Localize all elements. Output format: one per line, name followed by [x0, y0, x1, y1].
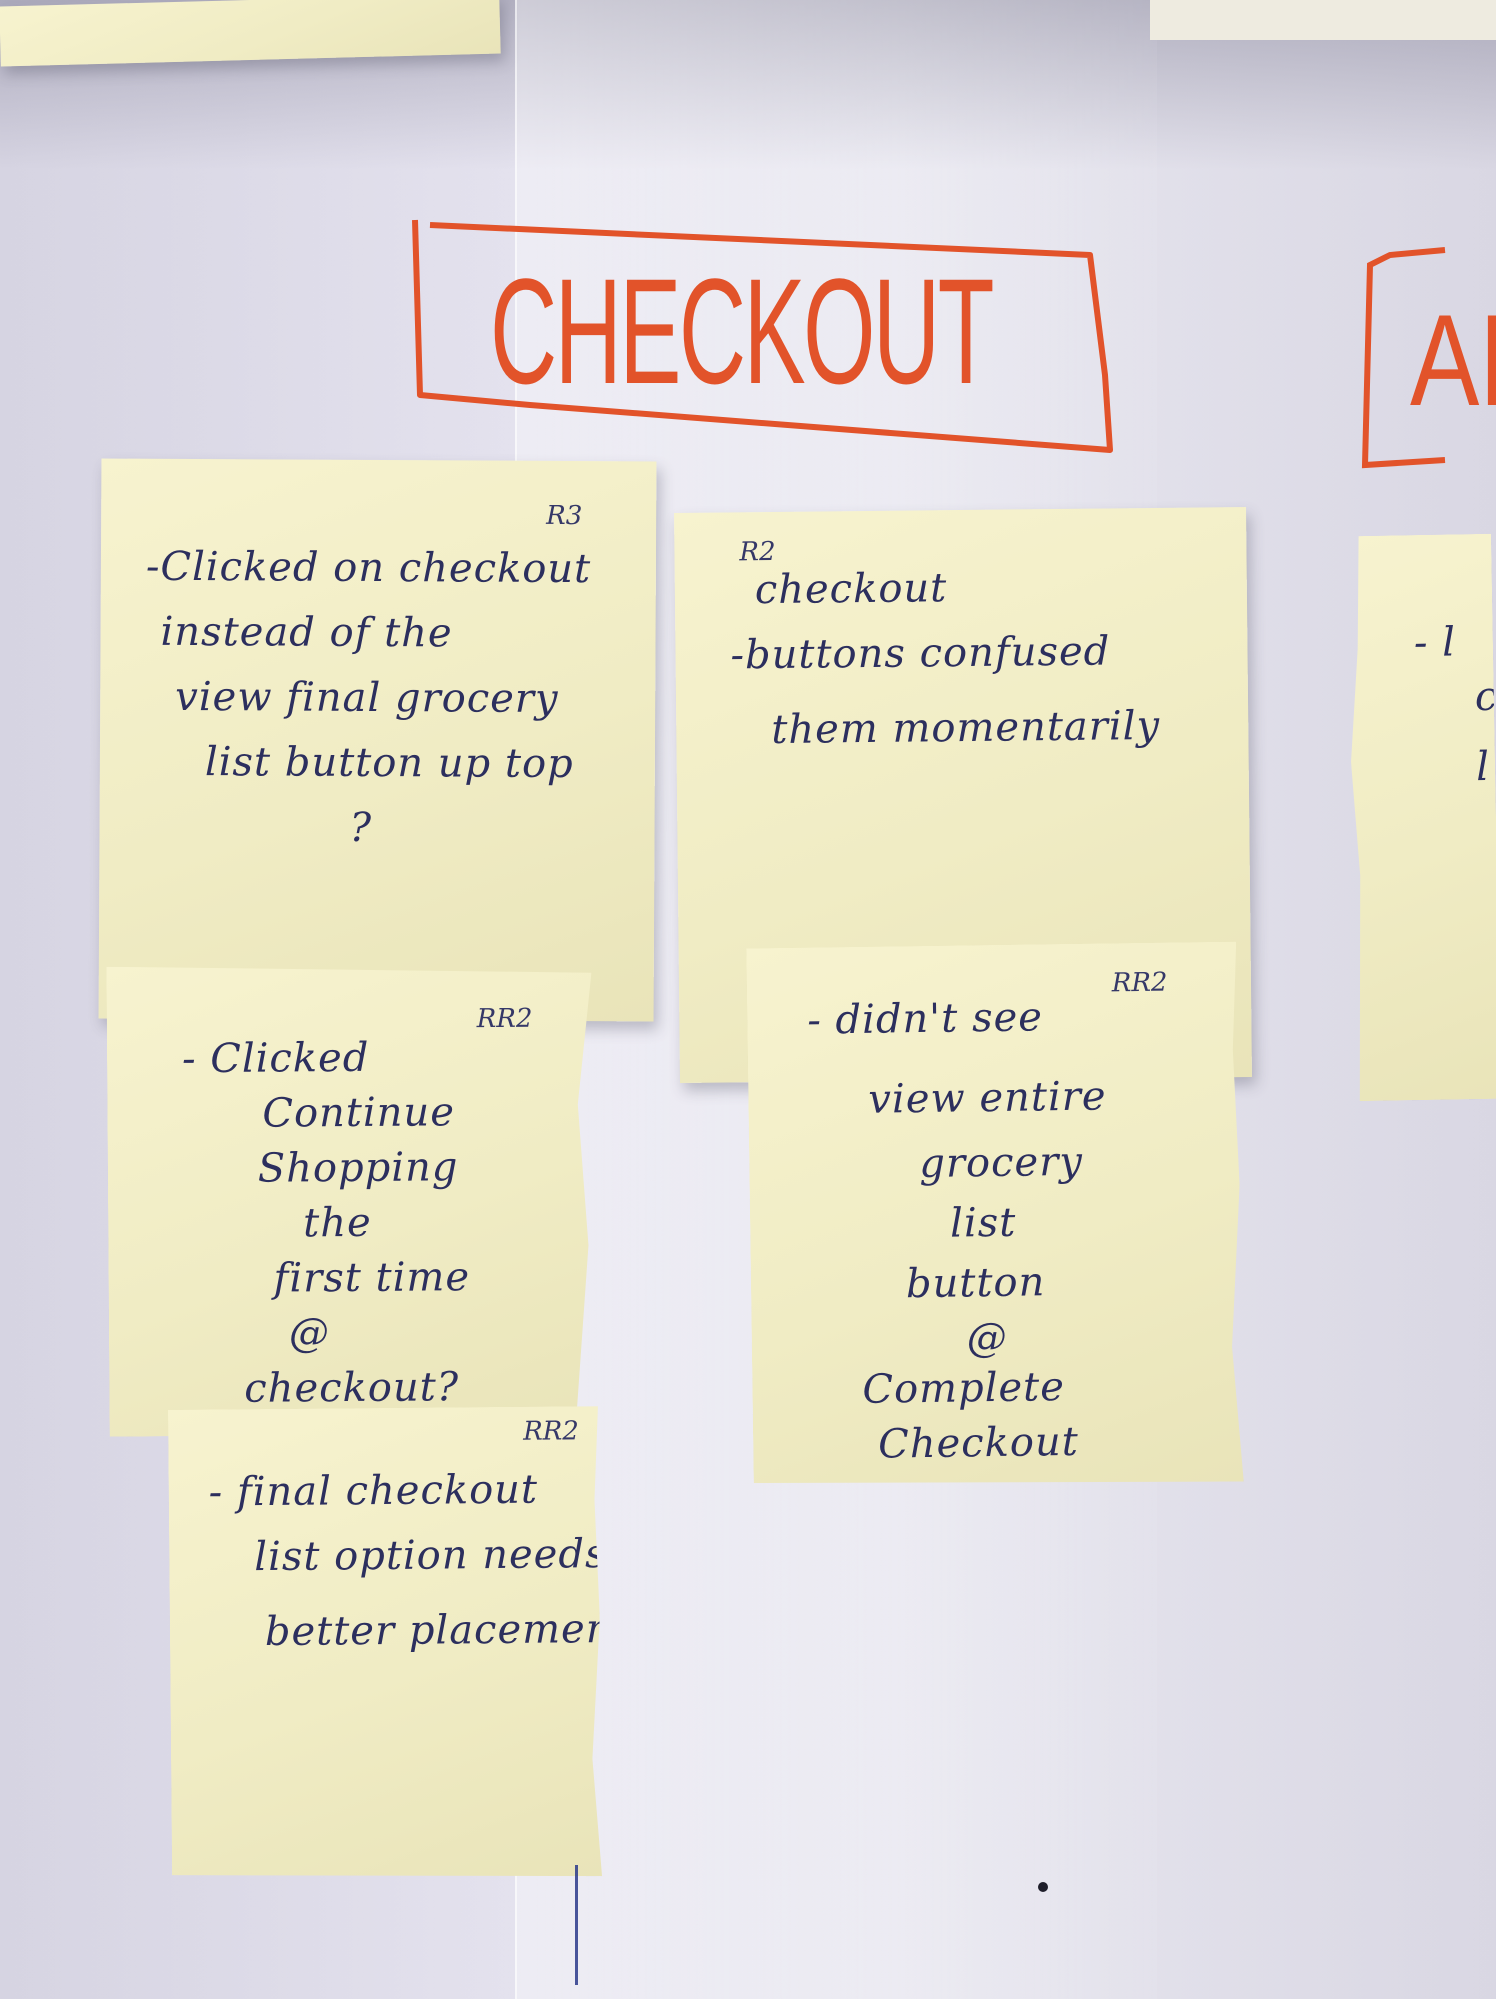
note-line: grocery	[918, 1138, 1084, 1188]
note-line: -Clicked on checkout	[145, 543, 592, 593]
note-line: Checkout	[877, 1418, 1080, 1468]
note-line: Complete	[862, 1364, 1066, 1413]
note-line: - didn't see	[806, 994, 1044, 1044]
partial-note-right: - l c l	[1347, 534, 1496, 1101]
note-line: view final grocery	[175, 673, 559, 722]
note-tag: RR2	[476, 1003, 533, 1035]
note-line: list option needs	[254, 1531, 607, 1581]
note-line: - final checkout	[208, 1466, 539, 1516]
partial-note-top-right	[1150, 0, 1496, 40]
note-line: -buttons confused	[730, 628, 1111, 679]
ink-dot	[1038, 1882, 1048, 1892]
note-line: the	[303, 1199, 372, 1247]
sticky-note-rr2-placement: RR2 - final checkout list option needs b…	[168, 1406, 602, 1880]
partial-heading: AL	[1410, 287, 1496, 433]
note-line: @	[288, 1310, 331, 1357]
note-line: view entire	[868, 1073, 1107, 1123]
note-line: Continue	[262, 1089, 456, 1137]
note-tag: RR2	[523, 1416, 579, 1447]
sticky-note-r3: R3 -Clicked on checkout instead of the v…	[98, 458, 657, 1022]
note-line: list	[949, 1199, 1017, 1247]
note-line: instead of the	[160, 608, 453, 657]
note-line: @	[966, 1314, 1009, 1362]
note-line: checkout?	[244, 1364, 460, 1412]
checkout-heading: CHECKOUT	[490, 247, 994, 415]
note-line: better placement	[264, 1605, 630, 1656]
note-line: first time	[273, 1254, 471, 1302]
sticky-note-rr2-didnt-see: RR2 - didn't see view entire grocery lis…	[746, 942, 1243, 1489]
note-line: Shopping	[257, 1144, 459, 1192]
note-line: them momentarily	[771, 702, 1161, 754]
note-line: - l	[1413, 619, 1457, 667]
note-tag: R3	[546, 500, 583, 532]
note-line: ?	[349, 804, 373, 851]
pen-mark	[575, 1865, 578, 1985]
sticky-note-rr2-continue: RR2 - Clicked Continue Shopping the firs…	[106, 963, 594, 1436]
note-line: - Clicked	[181, 1034, 370, 1083]
checkout-heading-box: CHECKOUT	[410, 215, 1130, 453]
note-line: button	[905, 1259, 1046, 1308]
note-tag: RR2	[1111, 967, 1168, 999]
note-line: l	[1475, 743, 1491, 791]
note-tag: R2	[739, 536, 776, 568]
note-line: checkout	[754, 565, 948, 614]
note-line: c	[1474, 673, 1496, 721]
note-line: list button up top	[204, 739, 574, 788]
